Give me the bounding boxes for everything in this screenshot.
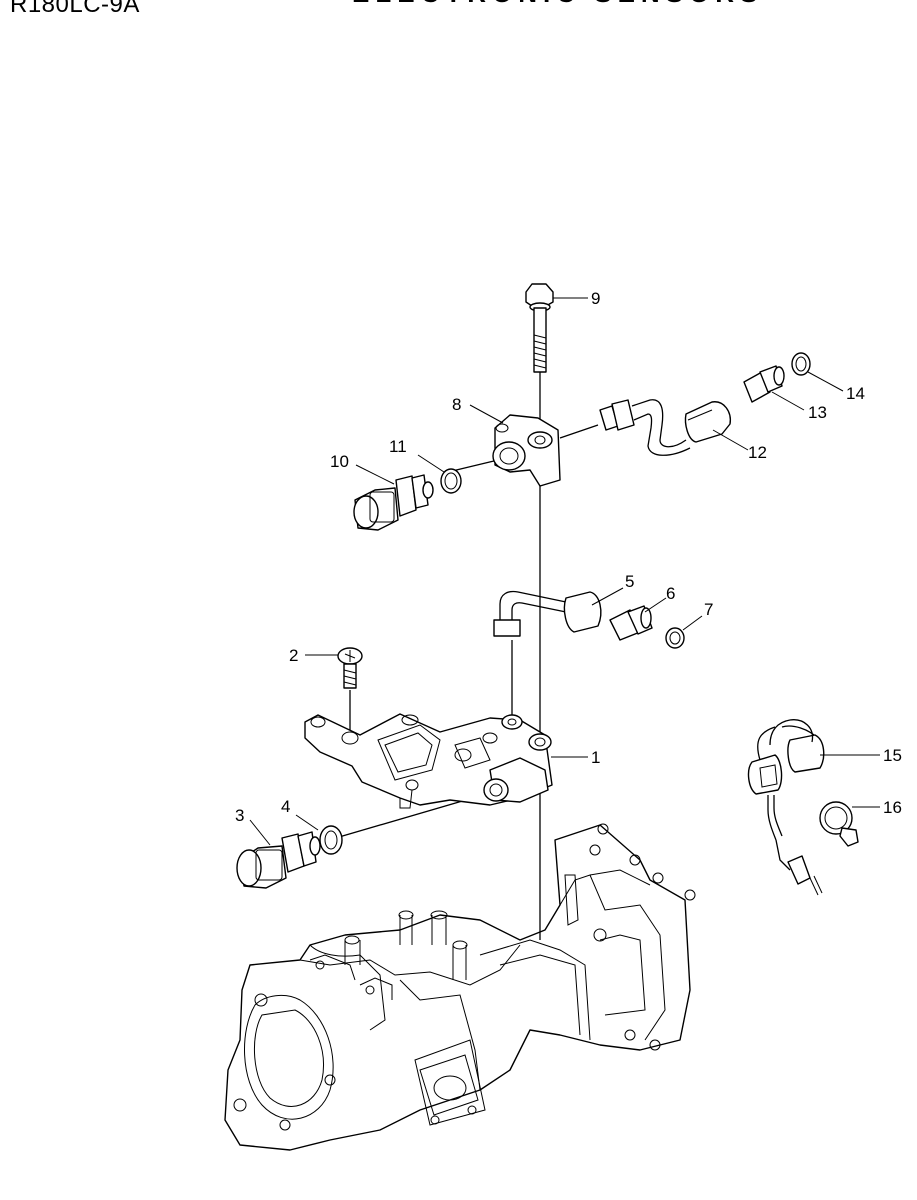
- part-14-o-ring: [791, 352, 811, 376]
- callout-9: 9: [591, 289, 600, 308]
- part-3-pressure-sensor: [236, 831, 321, 889]
- callout-8: 8: [452, 395, 461, 414]
- part-16-clamp: [819, 801, 859, 847]
- callout-11: 11: [389, 437, 407, 456]
- callout-1: 1: [591, 748, 600, 767]
- callout-12: 12: [748, 443, 767, 462]
- part-12-pipe: [599, 399, 731, 456]
- part-1-bracket: [304, 713, 553, 809]
- model-number: R180LC-9A: [10, 0, 140, 18]
- part-6-fitting: [609, 605, 653, 641]
- engine-block: [224, 823, 696, 1151]
- page-title: ELECTRONIC SENSORS: [352, 0, 772, 8]
- part-5-pipe: [493, 590, 602, 637]
- part-4-o-ring: [319, 825, 343, 855]
- callout-13: 13: [808, 403, 827, 422]
- callout-14: 14: [846, 384, 865, 403]
- callout-16: 16: [883, 798, 902, 817]
- page-title-clipped: ELECTRONIC SENSORS: [352, 0, 772, 8]
- part-13-fitting: [743, 365, 785, 403]
- callout-7: 7: [704, 600, 713, 619]
- part-11-o-ring: [440, 468, 462, 494]
- part-2-screw: [337, 647, 363, 689]
- callout-15: 15: [883, 746, 902, 765]
- callout-labels: 9 8 11 10 12 13 14 5 6 7 2 1 4 3 15 16: [235, 289, 902, 825]
- part-8-banjo-adapter: [492, 414, 561, 487]
- part-15-temperature-sensor: [747, 719, 825, 896]
- callout-5: 5: [625, 572, 634, 591]
- part-7-o-ring: [665, 627, 685, 649]
- part-9-bolt: [525, 283, 554, 373]
- callout-4: 4: [281, 797, 290, 816]
- callout-6: 6: [666, 584, 675, 603]
- callout-3: 3: [235, 806, 244, 825]
- leader-lines: [249, 297, 880, 846]
- part-10-pressure-sensor: [353, 474, 434, 531]
- callout-10: 10: [330, 452, 349, 471]
- callout-2: 2: [289, 646, 298, 665]
